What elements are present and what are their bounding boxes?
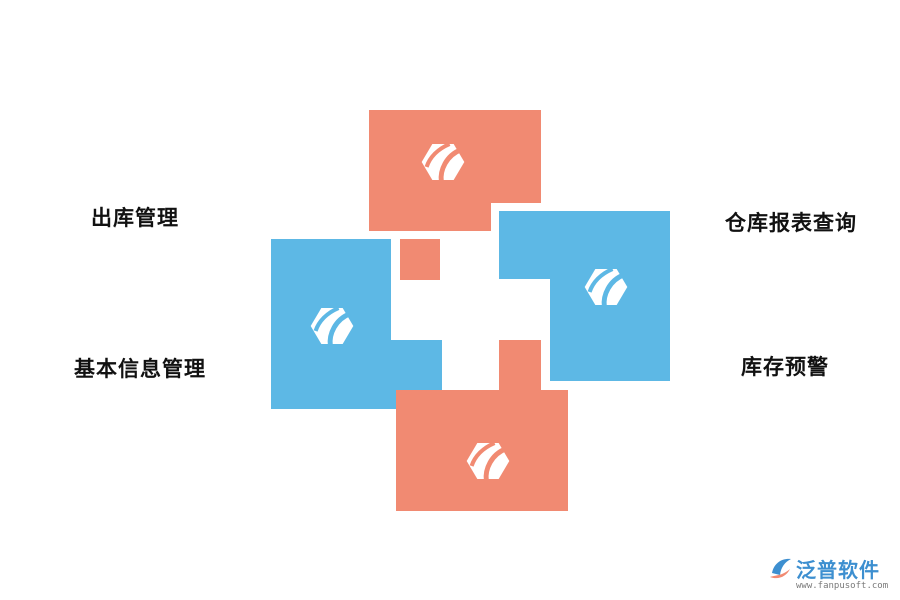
hexagon-logo-icon: [584, 267, 628, 308]
hexagon-logo-icon: [421, 142, 465, 183]
label-report-query: 仓库报表查询: [725, 211, 857, 235]
hexagon-logo-icon: [466, 441, 510, 482]
brand-url: www.fanpusoft.com: [796, 581, 889, 591]
brand-watermark: 泛普软件 www.fanpusoft.com: [768, 553, 893, 597]
label-basic-info: 基本信息管理: [74, 357, 206, 381]
puzzle-piece-left: [271, 239, 442, 409]
fanpu-logo-icon: [770, 558, 791, 579]
label-outbound: 出库管理: [91, 206, 179, 230]
puzzle-piece-right: [499, 211, 670, 381]
puzzle-piece-top: [369, 110, 541, 231]
brand-name: 泛普软件: [796, 558, 880, 582]
hexagon-logo-icon: [310, 306, 354, 347]
label-stock-alert: 库存预警: [741, 355, 829, 379]
connector-square-salmon: [400, 239, 440, 280]
puzzle-piece-bottom: [396, 340, 568, 511]
